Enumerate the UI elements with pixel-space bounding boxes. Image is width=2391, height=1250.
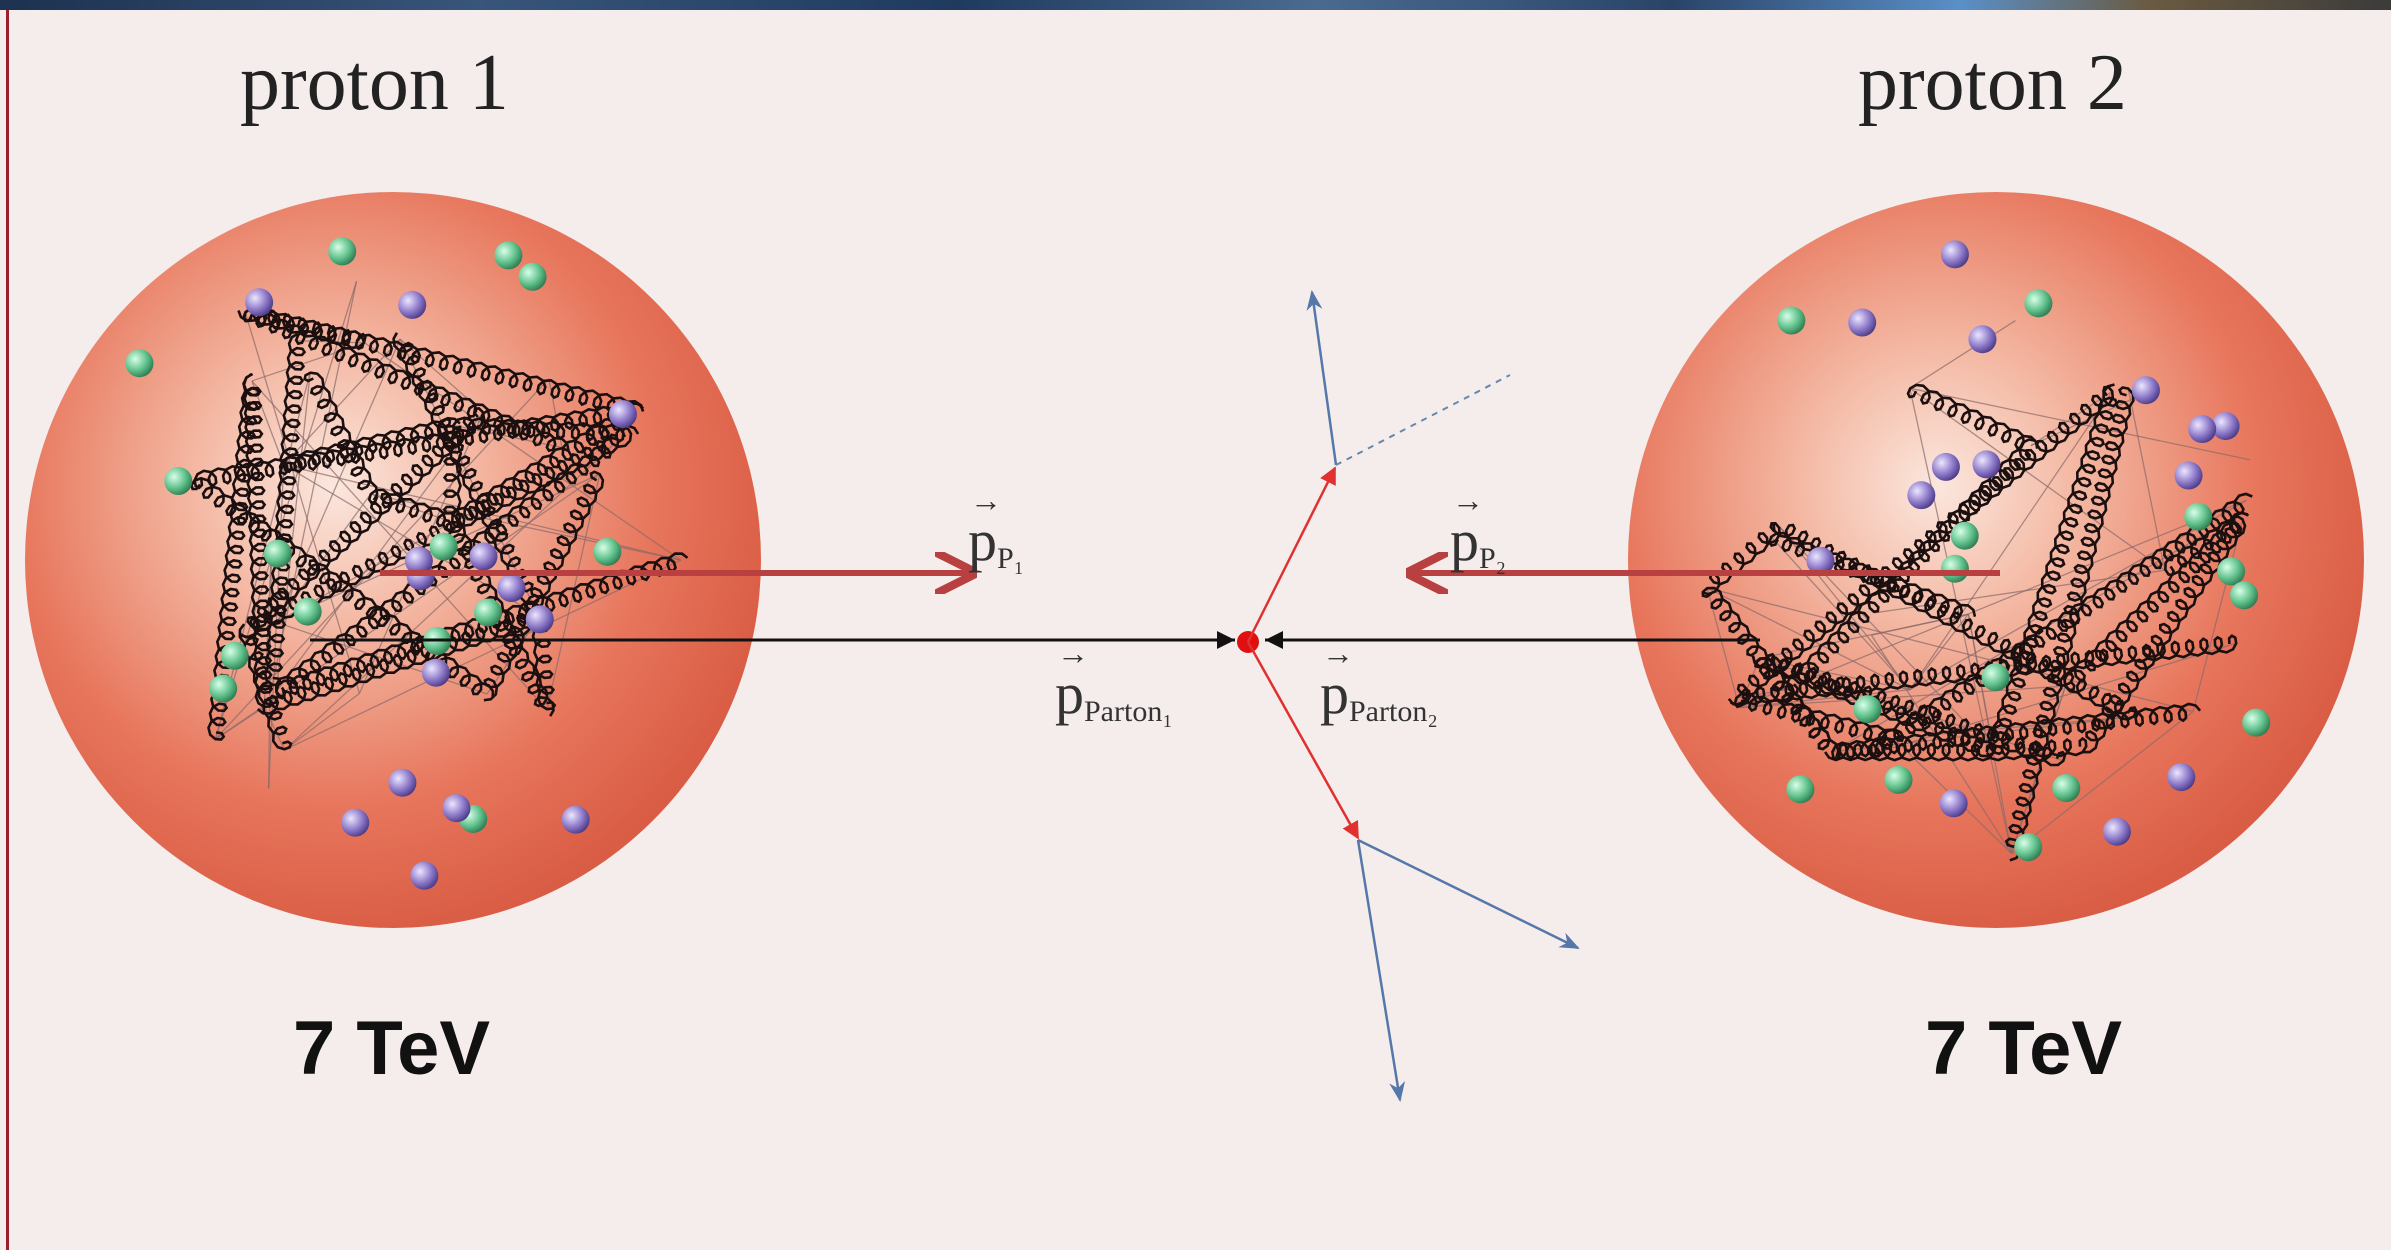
outgoing-particle-down [1358,840,1400,1100]
outgoing-particle-dashed [1336,375,1510,465]
quark-purple [1932,453,1960,481]
quark-purple [562,806,590,834]
quark-purple [1968,325,1996,353]
quark-purple [410,862,438,890]
quark-green [1854,695,1882,723]
quark-purple [2188,415,2216,443]
quark-purple [1940,789,1968,817]
quark-purple [1973,450,2001,478]
p-p2-symbol: p [1450,512,1479,570]
p-parton1-symbol: p [1055,665,1084,723]
quark-purple [2103,818,2131,846]
parton-1-momentum-label: pParton₁ [1055,665,1173,727]
quark-green [1786,775,1814,803]
quark-purple [2167,763,2195,791]
quark-green [1982,663,2010,691]
quark-purple [1907,481,1935,509]
quark-green [474,598,502,626]
quark-purple [443,794,471,822]
quark-green [264,540,292,568]
quark-green [209,675,237,703]
quark-green [1885,766,1913,794]
p-p2-subscript: P₂ [1479,542,1506,575]
quark-purple [2132,376,2160,404]
quark-purple [2175,462,2203,490]
proton-1-momentum-label: pP₁ [968,512,1024,574]
quark-purple [245,288,273,316]
p-p1-symbol: p [968,512,997,570]
quark-green [2184,503,2212,531]
quark-green [294,598,322,626]
quark-purple [388,769,416,797]
quark-green [2024,289,2052,317]
outgoing-particle-up [1312,292,1336,465]
quark-green [519,263,547,291]
parton-2-momentum-label: pParton₂ [1320,665,1438,727]
quark-green [494,241,522,269]
proton-1-energy: 7 TeV [293,1005,490,1092]
quark-purple [609,400,637,428]
p-parton1-subscript: Parton₁ [1084,695,1173,728]
quark-green [593,538,621,566]
quark-green [2217,557,2245,585]
quark-green [2242,709,2270,737]
outgoing-parton-up [1248,468,1335,642]
quark-purple [526,605,554,633]
quark-purple [469,542,497,570]
quark-green [164,467,192,495]
proton-2-sphere [1628,192,2364,928]
p-parton2-subscript: Parton₂ [1349,695,1438,728]
p-parton2-symbol: p [1320,665,1349,723]
quark-green [1951,522,1979,550]
quark-purple [1941,240,1969,268]
outgoing-particle-right [1358,840,1578,948]
quark-green [328,237,356,265]
quark-green [1941,555,1969,583]
quark-purple [497,574,525,602]
proton-2-title: proton 2 [1858,38,2127,129]
quark-green [1777,307,1805,335]
quark-green [2230,581,2258,609]
p-p1-subscript: P₁ [997,542,1024,575]
quark-purple [398,291,426,319]
quark-green [125,349,153,377]
quark-green [2052,774,2080,802]
quark-purple [422,659,450,687]
quark-purple [341,809,369,837]
proton-1-title: proton 1 [240,38,509,129]
quark-purple [1848,309,1876,337]
quark-green [221,642,249,670]
proton-1-sphere [25,192,761,928]
proton-2-momentum-label: pP₂ [1450,512,1506,574]
quark-green [430,533,458,561]
proton-2-energy: 7 TeV [1925,1005,2122,1092]
quark-green [2014,833,2042,861]
